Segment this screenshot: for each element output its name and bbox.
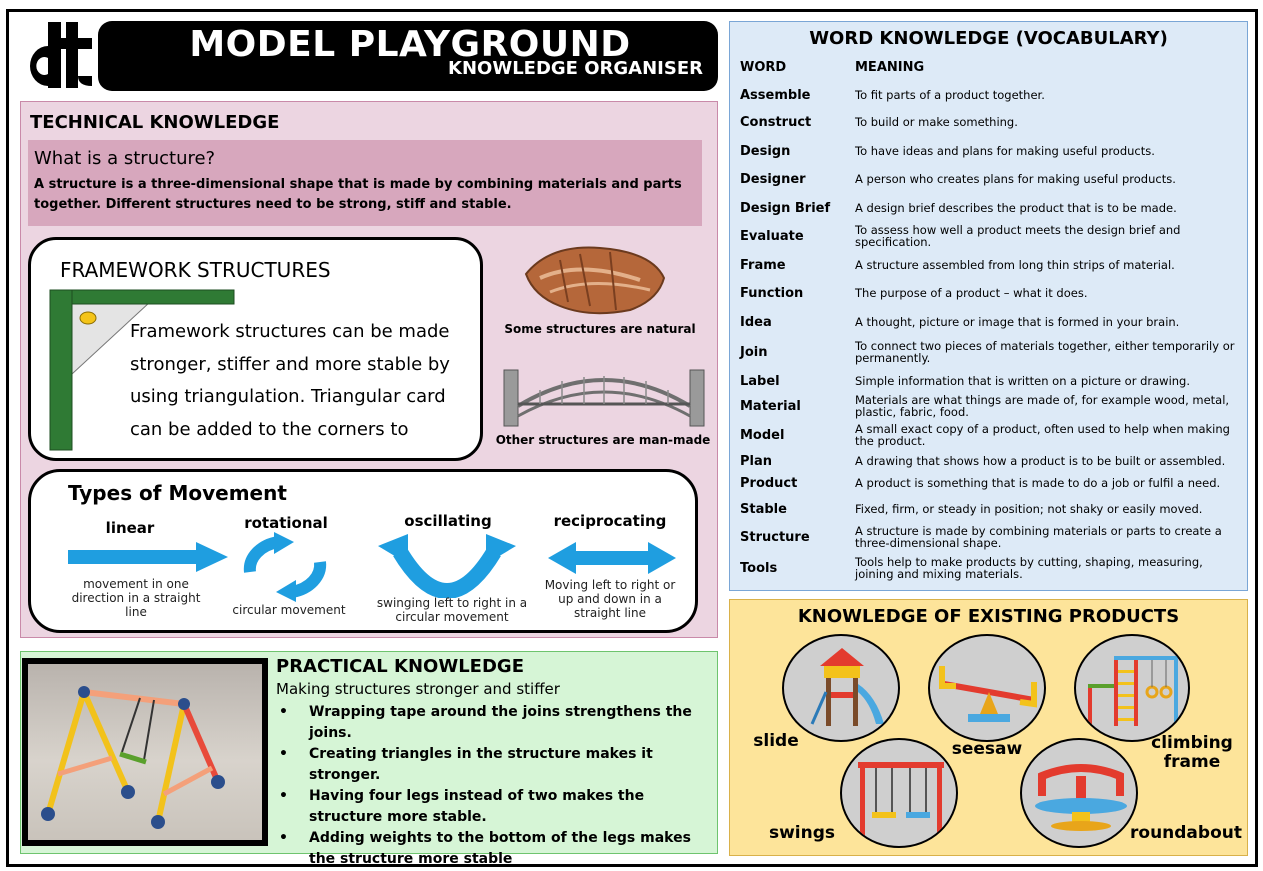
vocab-word: Plan: [740, 454, 773, 469]
vocab-meaning: To have ideas and plans for making usefu…: [855, 144, 1155, 158]
products-title: KNOWLEDGE OF EXISTING PRODUCTS: [797, 606, 1180, 627]
manmade-caption: Other structures are man-made: [495, 433, 711, 447]
movement-desc-reciprocating: Moving left to right or up and down in a…: [544, 578, 676, 620]
practical-title: PRACTICAL KNOWLEDGE: [276, 656, 524, 677]
linear-arrow-icon: [68, 542, 228, 572]
slide-icon: [782, 634, 900, 742]
movement-desc-rotational: circular movement: [232, 603, 346, 617]
dt-logo: [20, 20, 94, 90]
vocab-meaning: A drawing that shows how a product is to…: [855, 454, 1226, 468]
vocab-meaning: Simple information that is written on a …: [855, 374, 1191, 388]
vocab-word: Designer: [740, 172, 806, 187]
product-label-swings: swings: [768, 823, 836, 843]
vocab-word: Join: [740, 345, 768, 360]
vocab-meaning: A structure assembled from long thin str…: [855, 258, 1175, 272]
movement-label-linear: linear: [105, 519, 155, 537]
vocabulary-panel: [729, 21, 1248, 591]
movement-desc-linear: movement in one direction in a straight …: [71, 577, 201, 619]
framework-structures-box: [28, 237, 483, 461]
list-item: Having four legs instead of two makes th…: [276, 786, 716, 828]
vocab-word: Stable: [740, 502, 787, 517]
vocab-word: Design: [740, 144, 791, 159]
oscillating-arrow-icon: [378, 534, 516, 598]
shell-icon: [524, 246, 666, 315]
technical-heading: TECHNICAL KNOWLEDGE: [30, 112, 280, 133]
vocab-meaning: A thought, picture or image that is form…: [855, 315, 1180, 329]
movement-label-oscillating: oscillating: [404, 512, 492, 530]
corner-bracket-icon: [49, 289, 235, 451]
framework-title: FRAMEWORK STRUCTURES: [60, 258, 331, 282]
vocab-word: Model: [740, 428, 785, 443]
bridge-icon: [503, 369, 705, 427]
vocab-meaning: A structure is made by combining materia…: [855, 524, 1222, 550]
vocab-word: Product: [740, 476, 798, 491]
framework-text: Framework structures can be made stronge…: [130, 321, 450, 440]
movement-title: Types of Movement: [68, 481, 287, 505]
vocab-word: Idea: [740, 315, 772, 330]
structure-question: What is a structure?: [34, 148, 216, 169]
model-swing-photo: [28, 664, 262, 840]
vocab-meaning: A person who creates plans for making us…: [855, 172, 1176, 186]
practical-subtitle: Making structures stronger and stiffer: [276, 680, 560, 698]
movement-label-rotational: rotational: [244, 514, 328, 532]
vocab-meaning: To assess how well a product meets the d…: [855, 223, 1181, 249]
vocab-col-meaning: MEANING: [855, 60, 925, 75]
vocab-meaning: The purpose of a product – what it does.: [855, 286, 1088, 300]
vocab-meaning: A product is something that is made to d…: [855, 476, 1221, 490]
structure-definition-box: [28, 140, 702, 226]
vocab-meaning: To build or make something.: [855, 115, 1018, 129]
vocab-word: Function: [740, 286, 804, 301]
product-label-seesaw: seesaw: [951, 739, 1023, 759]
product-label-slide: slide: [753, 731, 799, 751]
vocab-word: Frame: [740, 258, 786, 273]
movement-desc-oscillating: swinging left to right in a circular mov…: [376, 596, 528, 624]
roundabout-icon: [1020, 738, 1138, 848]
vocab-meaning: To connect two pieces of materials toget…: [855, 339, 1235, 365]
natural-caption: Some structures are natural: [504, 322, 696, 336]
seesaw-icon: [928, 634, 1046, 742]
vocab-word: Label: [740, 374, 780, 389]
vocab-word: Material: [740, 399, 801, 414]
rotational-arrow-icon: [243, 532, 327, 602]
page-title: MODEL PLAYGROUND: [189, 24, 631, 65]
vocab-meaning: Fixed, firm, or steady in position; not …: [855, 502, 1203, 516]
practical-list: Wrapping tape around the joins strengthe…: [276, 702, 716, 870]
structure-answer: A structure is a three-dimensional shape…: [34, 177, 682, 212]
vocabulary-title: WORD KNOWLEDGE (VOCABULARY): [809, 28, 1168, 49]
vocab-word: Structure: [740, 530, 810, 545]
vocab-word: Design Brief: [740, 201, 831, 216]
vocab-word: Construct: [740, 115, 812, 130]
vocab-meaning: A small exact copy of a product, often u…: [855, 422, 1230, 448]
vocab-meaning: To fit parts of a product together.: [855, 88, 1045, 102]
vocab-meaning: Tools help to make products by cutting, …: [855, 555, 1203, 581]
vocab-word: Tools: [740, 561, 778, 576]
vocab-meaning: Materials are what things are made of, f…: [855, 393, 1230, 419]
list-item: Creating triangles in the structure make…: [276, 744, 716, 786]
product-label-roundabout: roundabout: [1130, 823, 1242, 843]
reciprocating-arrow-icon: [548, 542, 676, 574]
vocab-word: Evaluate: [740, 229, 804, 244]
vocab-word: Assemble: [740, 88, 811, 103]
product-label-climbing-frame: climbing frame: [1151, 733, 1233, 772]
climbing-frame-icon: [1074, 634, 1190, 742]
swings-icon: [840, 738, 958, 848]
movement-label-reciprocating: reciprocating: [553, 512, 667, 530]
vocab-meaning: A design brief describes the product tha…: [855, 201, 1177, 215]
header-bar: [98, 21, 718, 91]
page-subtitle: KNOWLEDGE ORGANISER: [448, 58, 703, 79]
list-item: Adding weights to the bottom of the legs…: [276, 828, 716, 870]
vocab-col-word: WORD: [740, 60, 787, 75]
list-item: Wrapping tape around the joins strengthe…: [276, 702, 716, 744]
